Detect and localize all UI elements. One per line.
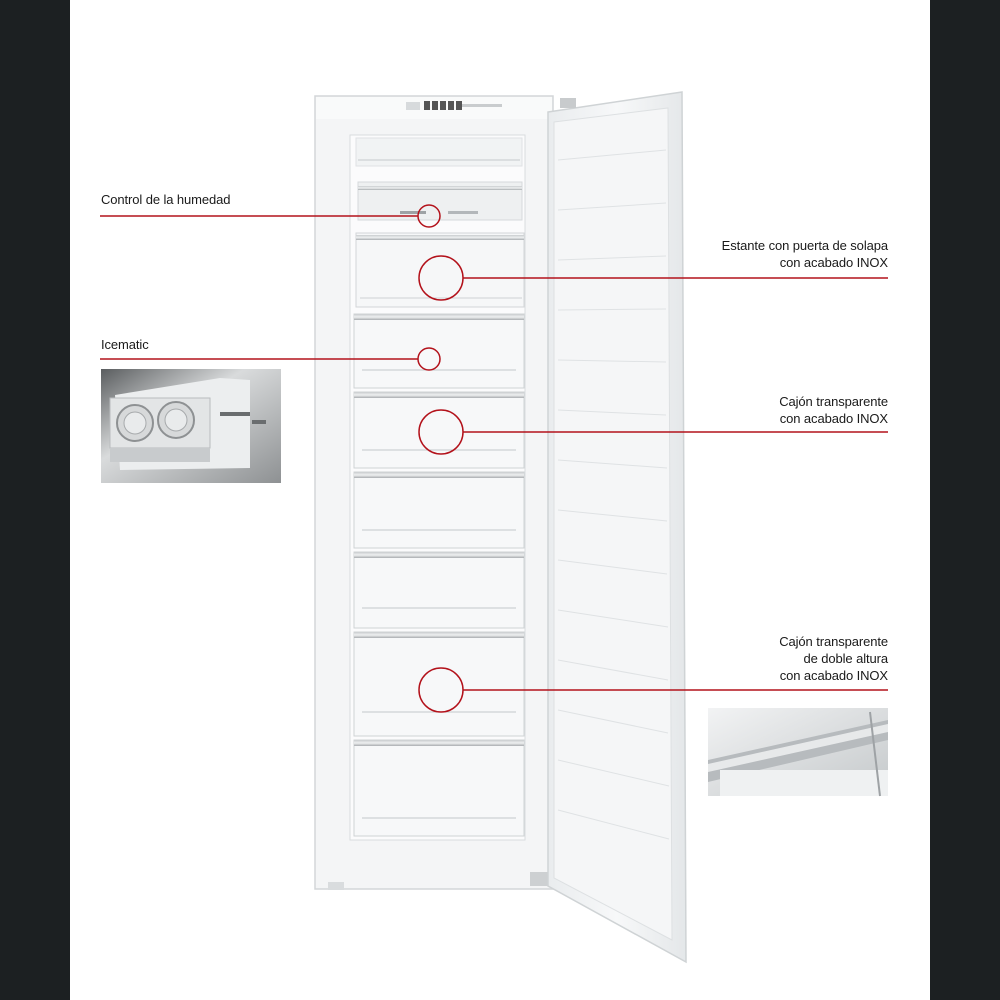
callout-humidity-control [100,204,441,228]
callout-transparent-drawer [418,409,888,455]
label-flap-shelf: Estante con puerta de solapa con acabado… [722,237,888,271]
label-line: Cajón transparente [779,394,888,409]
callout-flap-shelf [418,255,888,301]
label-line: Cajón transparente [779,634,888,649]
label-line: Control de la humedad [101,192,231,207]
label-transparent-drawer: Cajón transparente con acabado INOX [779,393,888,427]
double-drawer-photo [708,708,888,797]
freezer-illustration [100,91,888,964]
label-line: con acabado INOX [779,411,888,426]
label-line: con acabado INOX [779,668,888,683]
freezer-door [547,91,687,964]
label-double-drawer: Cajón transparente de doble altura con a… [779,633,888,684]
product-sheet: Control de la humedad Estante con puerta… [70,0,930,1000]
label-line: Icematic [101,337,149,352]
label-line: con acabado INOX [779,255,888,270]
label-humidity-control: Control de la humedad [101,191,231,208]
callout-icematic [100,347,441,371]
label-icematic: Icematic [101,336,149,353]
icematic-photo [101,369,281,483]
label-line: Estante con puerta de solapa [721,238,888,253]
callout-double-drawer [418,667,888,713]
label-line: de doble altura [803,651,888,666]
digital-display-icon [406,101,502,110]
freezer-cabinet [314,95,554,890]
